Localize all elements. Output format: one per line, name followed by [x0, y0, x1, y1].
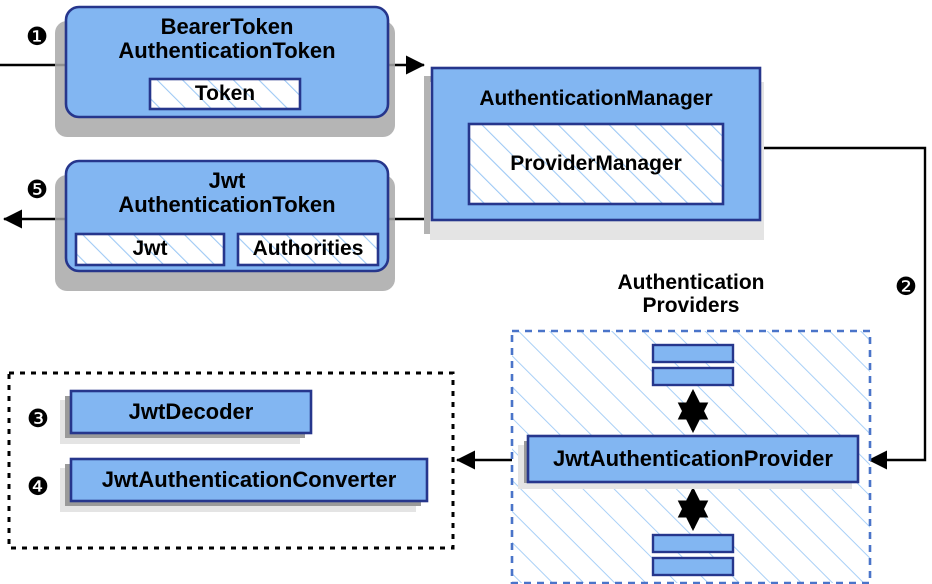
box-jwt-authentication-converter[interactable] [60, 457, 429, 512]
slot-provider-manager [467, 122, 725, 206]
box-jwt-authentication-provider[interactable] [518, 434, 860, 489]
connector-manager-to-provider [760, 146, 927, 470]
slot-authorities [236, 232, 380, 267]
box-jwt-decoder[interactable] [60, 389, 313, 444]
slot-jwt [74, 232, 226, 267]
box-bearer-token-authentication-token[interactable] [55, 5, 395, 137]
box-authentication-manager[interactable] [424, 66, 764, 240]
step-marker-5: ❺ [25, 174, 49, 204]
step-marker-3: ❸ [26, 403, 50, 433]
step-marker-1: ❶ [25, 21, 49, 51]
step-marker-4: ❹ [26, 471, 50, 501]
box-jwt-authentication-token[interactable] [55, 159, 395, 291]
provider-stack-bottom [651, 533, 735, 577]
slot-token [148, 77, 302, 111]
provider-stack-top [651, 343, 735, 387]
step-marker-2: ❷ [894, 271, 918, 301]
support-group-boundary [7, 371, 455, 550]
